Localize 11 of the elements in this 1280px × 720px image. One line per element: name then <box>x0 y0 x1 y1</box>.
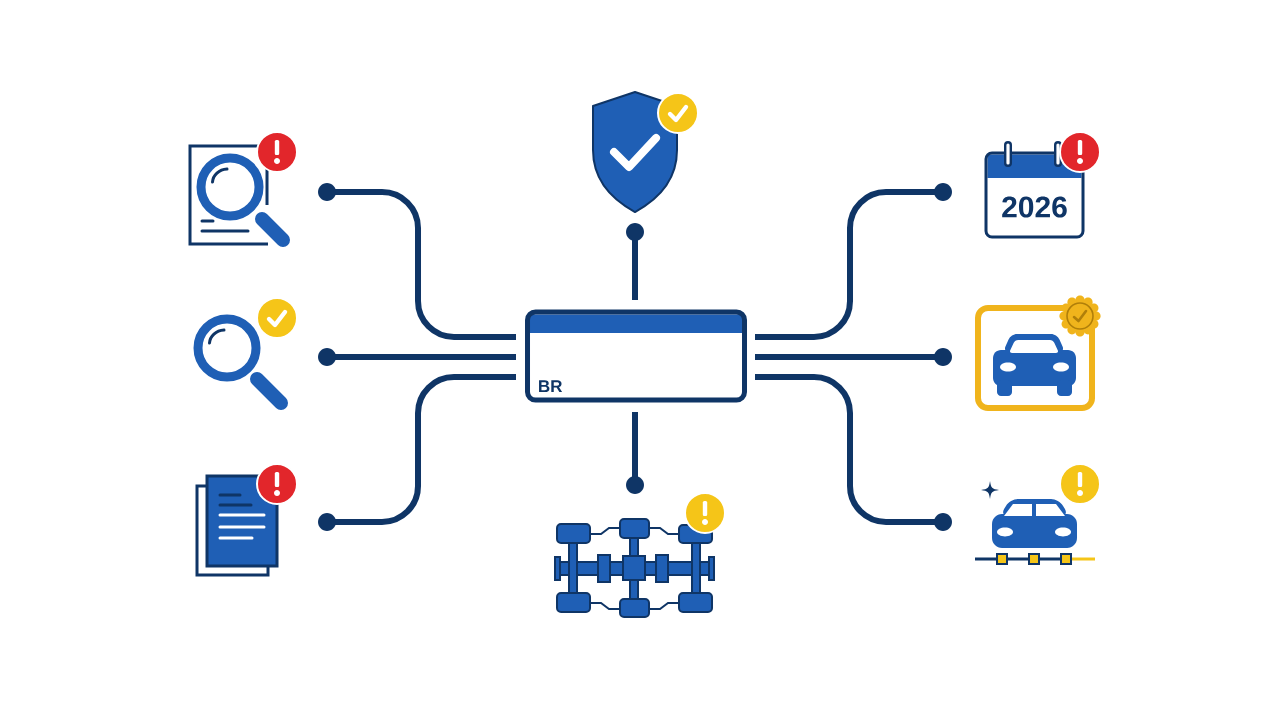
chassis-icon <box>554 518 715 618</box>
license-plate: BR <box>525 309 747 403</box>
magnifier-icon <box>193 314 288 410</box>
connector-line <box>755 348 952 366</box>
connector-line <box>626 412 644 494</box>
calendar: 2026 <box>984 141 1085 239</box>
connector-line <box>755 183 952 340</box>
shield-icon <box>592 91 678 213</box>
documents-icon <box>195 474 279 577</box>
magnifier-document-icon <box>188 144 290 247</box>
connector-line <box>755 374 952 531</box>
